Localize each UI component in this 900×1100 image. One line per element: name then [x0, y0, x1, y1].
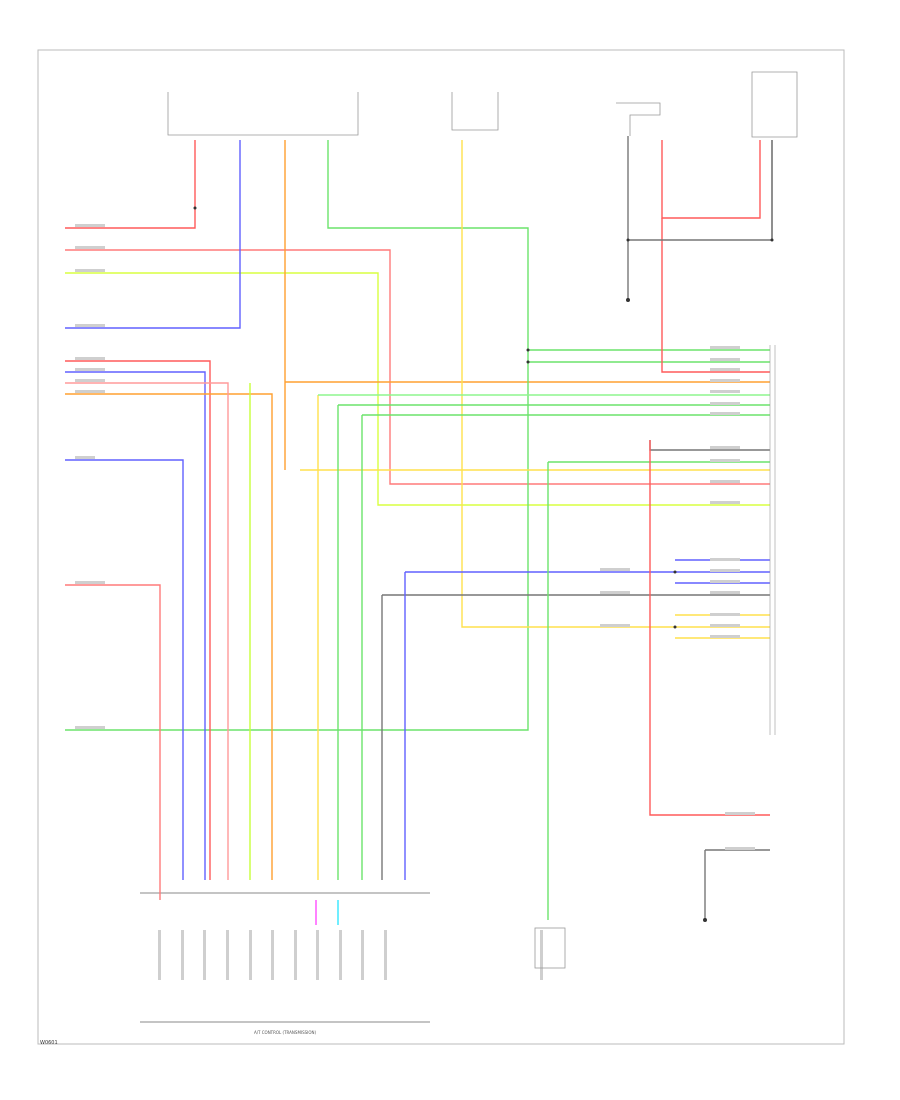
bottom-stubs	[159, 880, 549, 925]
footer-code: W0601	[40, 1040, 58, 1046]
wire-gray-7	[704, 849, 770, 920]
sensor-box	[616, 102, 661, 136]
right-connector-pins	[769, 345, 776, 735]
diagram-frame	[37, 49, 845, 1045]
label-bars	[75, 224, 755, 850]
wire-red-1	[65, 140, 196, 229]
wire-green-1	[65, 140, 529, 731]
wire-blue-3	[65, 459, 184, 880]
wire-pink-1	[65, 249, 770, 485]
transmission-label: A/T CONTROL (TRANSMISSION)	[254, 1030, 317, 1035]
wire-yellow-1	[461, 140, 675, 628]
fuse-block-group	[167, 71, 798, 138]
wire-red-4	[661, 218, 770, 373]
sensor-box-bottom	[534, 927, 566, 969]
wire-blue-2	[65, 371, 206, 880]
wires	[65, 136, 773, 920]
wire-pink-3	[65, 584, 161, 880]
fuse-block-2	[451, 92, 499, 131]
wire-pink-2	[65, 382, 229, 880]
relay-box-top-right	[751, 71, 798, 138]
splice-points	[193, 206, 774, 922]
transmission-connector	[140, 892, 430, 1023]
fuse-block-1	[167, 92, 359, 136]
bottom-pin-labels	[158, 930, 543, 980]
wire-yellow-green-1	[65, 272, 770, 506]
wire-blue-1	[65, 140, 241, 329]
wire-orange-3	[65, 393, 273, 880]
wire-red-3	[661, 140, 761, 219]
wire-gray-4	[627, 136, 773, 241]
wire-red-2	[65, 360, 211, 880]
